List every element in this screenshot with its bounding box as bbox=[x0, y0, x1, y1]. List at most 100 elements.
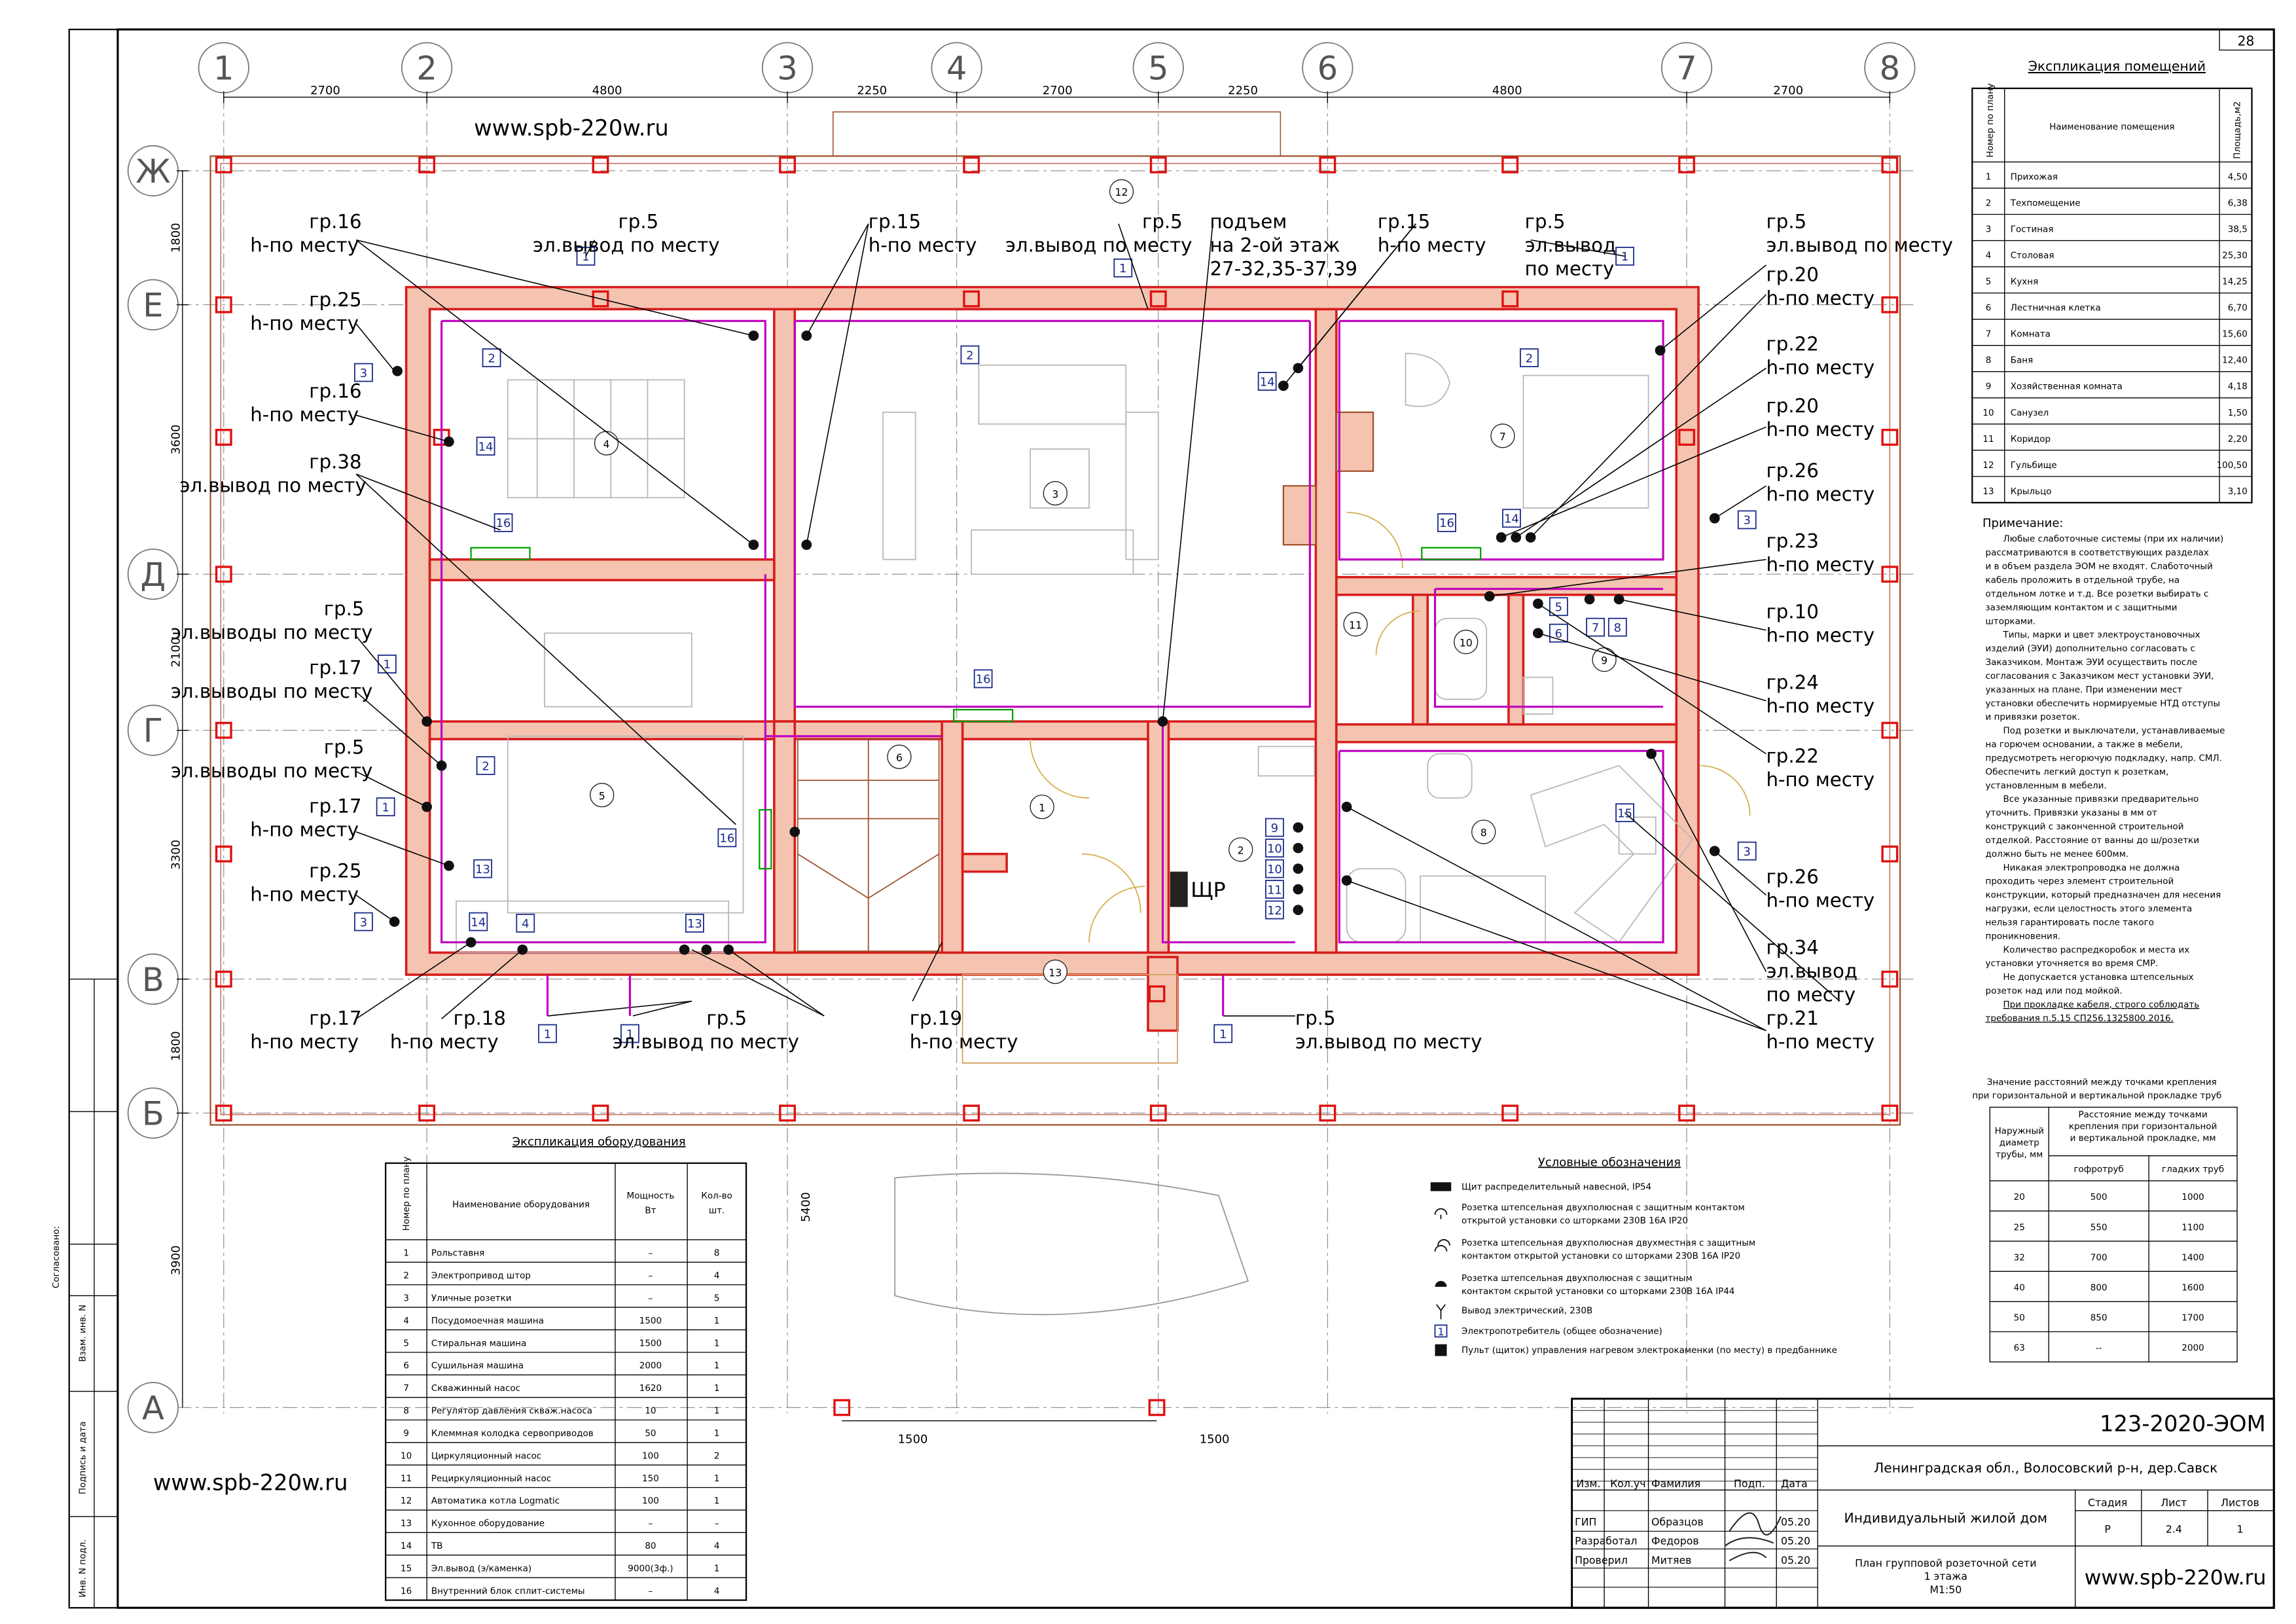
dim-1500-b: 1500 bbox=[1200, 1432, 1230, 1446]
equipment-box-17 bbox=[476, 756, 495, 776]
notes-title: Примечание: bbox=[1982, 516, 2063, 530]
room-number-11: 11 bbox=[1349, 619, 1362, 631]
equipment-number-34: 1 bbox=[544, 1028, 551, 1041]
equipment-number-2: 14 bbox=[478, 440, 493, 454]
equipment-number-26: 9 bbox=[1271, 821, 1278, 835]
room-tag-7 bbox=[1490, 424, 1515, 448]
equipment-box-10 bbox=[1502, 509, 1521, 528]
note-line-27: нагрузки, если целостность этого элемент… bbox=[1986, 904, 2193, 914]
tb-name-0: Образцов bbox=[1651, 1515, 1704, 1528]
equip-qty-6: 1 bbox=[714, 1383, 720, 1394]
equipment-box-4 bbox=[960, 345, 980, 365]
note-line-16: предусмотреть негорючую подкладку, напр.… bbox=[1986, 753, 2222, 763]
legend-item-3: Розетка штепсельная двухполюсная двухмес… bbox=[1462, 1238, 1755, 1248]
axis-letter-1: Е bbox=[143, 287, 163, 325]
tb-date-1: 05.20 bbox=[1781, 1535, 1810, 1547]
callout-h-mesto-33: h-по месту bbox=[1766, 768, 1874, 791]
axis-label-3: 3 bbox=[777, 49, 797, 87]
callout-h-mesto-56: h-по месту bbox=[250, 884, 359, 906]
rooms-area-0: 4,50 bbox=[2228, 171, 2248, 182]
axis-letter-3: Г bbox=[143, 712, 163, 750]
callout-gr5-2: гр.5 bbox=[618, 211, 658, 233]
equipment-box-21 bbox=[469, 912, 488, 931]
inner-frame bbox=[117, 28, 2275, 1609]
room-number-8: 8 bbox=[1480, 827, 1487, 839]
equipment-box-36 bbox=[1213, 1024, 1233, 1043]
tb-url: www.spb-220w.ru bbox=[2085, 1566, 2267, 1589]
side-stamp: Согласовано: Взам. инв. N Подпись и дата… bbox=[51, 979, 118, 1608]
pipe-h-diam-2: трубы, мм bbox=[1996, 1149, 2043, 1160]
equip-qty-1: 4 bbox=[714, 1271, 720, 1281]
callout-h-mesto-5: h-по месту bbox=[869, 234, 977, 257]
equip-name-14: Эл.вывод (э/каменка) bbox=[431, 1563, 531, 1574]
rooms-num-3: 4 bbox=[1986, 251, 1992, 261]
rooms-area-3: 25,30 bbox=[2222, 251, 2248, 261]
callout-gr21-39: гр.21 bbox=[1766, 1007, 1818, 1030]
equipment-box-29 bbox=[1265, 880, 1284, 899]
equipment-number-0: 1 bbox=[582, 250, 589, 264]
note-line-20: уточнить. Привязки указаны в мм от bbox=[1986, 808, 2158, 818]
equip-name-1: Электропривод штор bbox=[431, 1271, 531, 1281]
equipment-box-13 bbox=[1586, 617, 1605, 637]
equipment-number-7: 2 bbox=[1526, 352, 1533, 365]
callout-gr16-0: гр.16 bbox=[309, 211, 361, 233]
room-number-12: 12 bbox=[1115, 186, 1128, 198]
rooms-num-9: 10 bbox=[1982, 408, 1994, 418]
equipment-box-7 bbox=[1520, 348, 1539, 367]
dim-left-3: 3300 bbox=[169, 840, 183, 870]
equipment-number-16: 1 bbox=[384, 658, 391, 672]
legend-hidden-socket-symbol bbox=[1435, 1280, 1447, 1287]
tb-date-0: 05.20 bbox=[1781, 1515, 1810, 1528]
equip-power-7: 10 bbox=[645, 1406, 656, 1416]
callout-gr10-28: гр.10 bbox=[1766, 601, 1818, 623]
equip-power-6: 1620 bbox=[639, 1383, 662, 1394]
tb-scale: М1:50 bbox=[1929, 1583, 1962, 1596]
equipment-number-9: 16 bbox=[1439, 516, 1454, 530]
equip-num-10: 11 bbox=[401, 1473, 412, 1484]
equipment-box-14 bbox=[1607, 617, 1627, 637]
callout-el-vyvod-37: эл.вывод bbox=[1766, 960, 1857, 983]
room-number-9: 9 bbox=[1601, 654, 1607, 666]
callout-gr20-18: гр.20 bbox=[1766, 264, 1818, 286]
equip-name-7: Регулятор давления скваж.насоса bbox=[431, 1406, 592, 1416]
equip-qty-14: 1 bbox=[714, 1563, 720, 1574]
note-line-23: должно быть не менее 600мм. bbox=[1986, 849, 2129, 859]
tb-stage: Р bbox=[2104, 1523, 2110, 1536]
equipment-number-28: 10 bbox=[1267, 863, 1282, 876]
equipment-number-19: 13 bbox=[475, 863, 490, 876]
room-tag-11 bbox=[1343, 612, 1368, 637]
axis-label-7: 7 bbox=[1676, 49, 1696, 87]
callout-h-mesto-35: h-по месту bbox=[1766, 890, 1874, 912]
dim-top-2: 2250 bbox=[857, 84, 887, 98]
rooms-name-4: Кухня bbox=[2011, 277, 2038, 287]
equipment-number-15: 3 bbox=[360, 367, 367, 380]
rooms-area-7: 12,40 bbox=[2222, 355, 2248, 366]
equip-name-15: Внутренний блок сплит-системы bbox=[431, 1586, 585, 1597]
axis-letter-4: В bbox=[142, 961, 164, 999]
equipment-number-29: 11 bbox=[1267, 883, 1282, 897]
rooms-name-7: Баня bbox=[2011, 355, 2033, 366]
equipment-number-22: 4 bbox=[522, 917, 529, 931]
rooms-area-1: 6,38 bbox=[2228, 198, 2248, 208]
signatures bbox=[1724, 1512, 1782, 1562]
note-line-33: розеток над или под мойкой. bbox=[1986, 986, 2123, 996]
note-line-12: установки обеспечить нормируемые НТД отс… bbox=[1986, 698, 2221, 709]
dim-left-2: 2100 bbox=[169, 638, 183, 668]
rooms-num-11: 12 bbox=[1982, 460, 1994, 471]
equip-h-power-2: Вт bbox=[645, 1205, 656, 1216]
callout-gr22-32: гр.22 bbox=[1766, 745, 1818, 767]
equip-qty-13: 4 bbox=[714, 1541, 720, 1551]
callout-h-mesto-29: h-по месту bbox=[1766, 624, 1874, 647]
axis-label-2: 2 bbox=[416, 49, 437, 87]
legend: Условные обозначения Щит распределительн… bbox=[1430, 1155, 1837, 1356]
room-tag-2 bbox=[1229, 837, 1253, 862]
note-line-10: согласования с Заказчиком мест установки… bbox=[1986, 671, 2214, 681]
equip-power-10: 150 bbox=[642, 1473, 659, 1484]
dim-top-5: 4800 bbox=[1492, 84, 1522, 98]
equipment-box-24 bbox=[717, 828, 737, 848]
equip-h-num: Номер по плану bbox=[401, 1157, 412, 1231]
tb-code: 123-2020-ЭОМ bbox=[2100, 1411, 2266, 1436]
equip-num-14: 15 bbox=[401, 1563, 412, 1574]
pipe-h-dist-2: и вертикальной прокладке, мм bbox=[2070, 1133, 2216, 1144]
legend-panel-symbol bbox=[1430, 1182, 1452, 1191]
